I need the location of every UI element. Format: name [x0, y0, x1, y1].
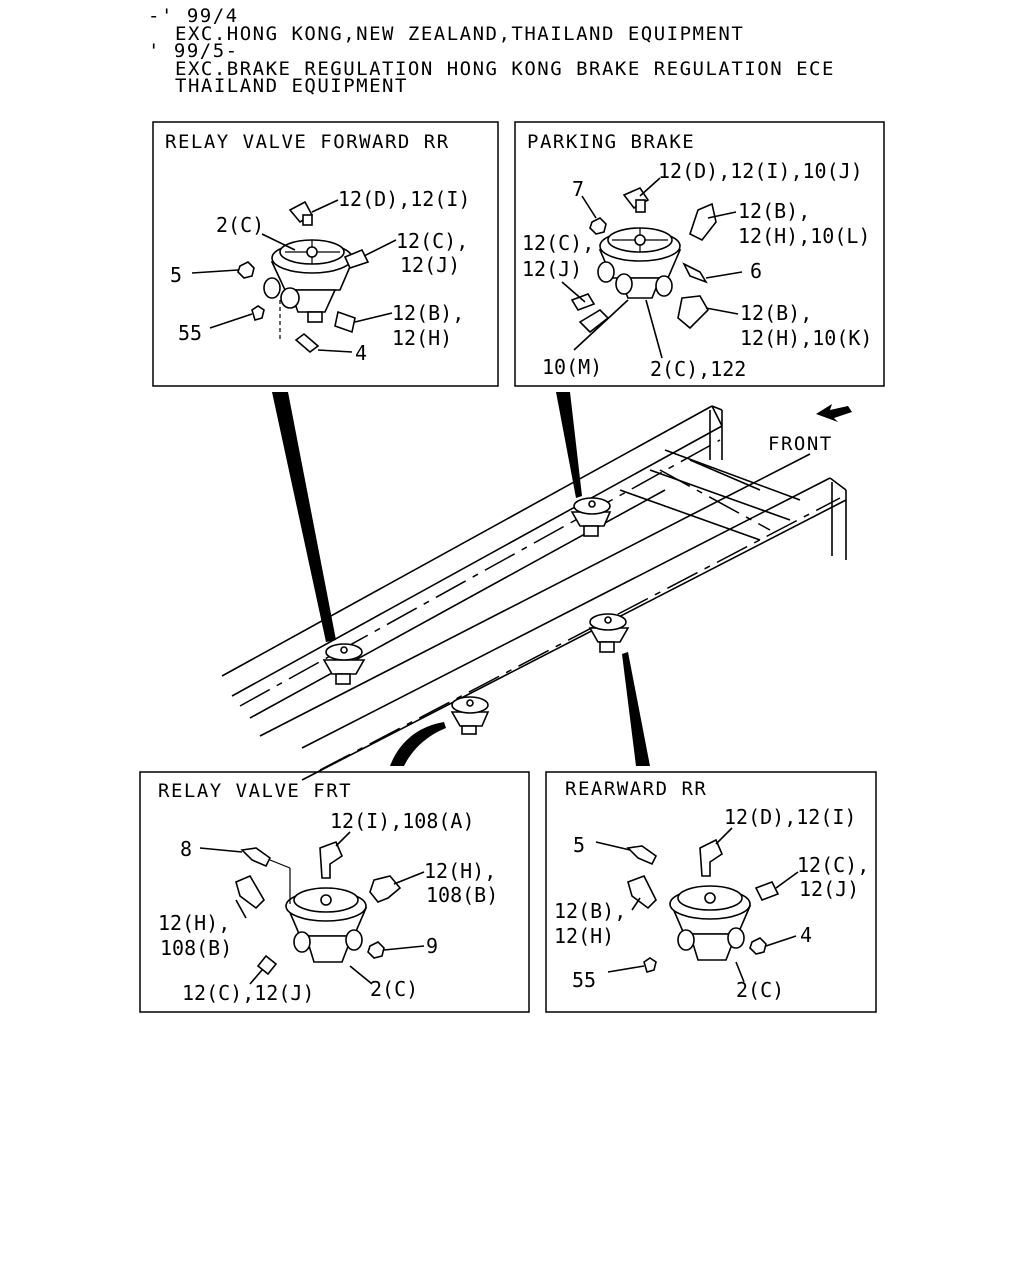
- header-line-3: ' 99/5-: [148, 40, 239, 62]
- panel-relay-valve-frt: RELAY VALVE FRT: [139, 771, 530, 1013]
- label-12h-10k: 12(H),10(K): [740, 326, 872, 350]
- label-55: 55: [178, 321, 202, 345]
- label-9: 9: [426, 934, 438, 958]
- panel-frame: [545, 771, 877, 1013]
- label-12c: 12(C),: [797, 853, 869, 877]
- label-8: 8: [180, 837, 192, 861]
- panel-parking-brake: PARKING BRAKE: [514, 121, 885, 387]
- header-line-2: EXC.HONG KONG,NEW ZEALAND,THAILAND EQUIP…: [175, 23, 744, 45]
- header-line-5: THAILAND EQUIPMENT: [175, 75, 408, 97]
- callout-wedge-parking: [556, 392, 582, 498]
- header-line-1: -' 99/4: [148, 5, 239, 27]
- label-12h: 12(H): [392, 326, 452, 350]
- label-12d-12i: 12(D),12(I): [724, 805, 856, 829]
- label-4: 4: [355, 341, 367, 365]
- header-notes: -' 99/4 EXC.HONG KONG,NEW ZEALAND,THAILA…: [148, 5, 835, 97]
- front-label: FRONT: [768, 433, 833, 455]
- label-2c: 2(C): [370, 977, 418, 1001]
- label-12d-12i: 12(D),12(I): [338, 187, 470, 211]
- label-12c: 12(C),: [396, 229, 468, 253]
- parking-valve-illustration: [570, 186, 717, 334]
- panel-frame: [152, 121, 499, 387]
- relay-frt-illustration: [235, 840, 402, 976]
- label-12b: 12(B),: [554, 899, 626, 923]
- label-7: 7: [572, 177, 584, 201]
- chassis-frame-illustration: FRONT: [221, 392, 852, 781]
- label-12h-left: 12(H),: [158, 911, 230, 935]
- panel-title: RELAY VALVE FRT: [158, 780, 352, 802]
- relay-valve-illustration: [237, 200, 370, 354]
- mounted-valve-parking: [570, 497, 612, 537]
- label-12i-108a: 12(I),108(A): [330, 809, 475, 833]
- callout-wedge-rearward: [622, 652, 650, 766]
- label-12b: 12(B),: [738, 199, 810, 223]
- rearward-valve-illustration: [626, 838, 780, 973]
- panel-relay-valve-forward-rr: RELAY VALVE FORWARD RR: [152, 121, 499, 387]
- label-12j: 12(J): [400, 253, 460, 277]
- label-108b-right: 108(B): [426, 883, 498, 907]
- label-10m: 10(M): [542, 355, 602, 379]
- label-12j: 12(J): [522, 257, 582, 281]
- label-12h: 12(H): [554, 924, 614, 948]
- label-55: 55: [572, 968, 596, 992]
- label-12j: 12(J): [799, 877, 859, 901]
- front-arrow-icon: [816, 404, 852, 422]
- panel-rearward-rr: REARWARD RR 12(: [545, 771, 877, 1013]
- label-2c: 2(C): [736, 978, 784, 1002]
- callout-wedge-front: [390, 722, 446, 766]
- label-12h-10l: 12(H),10(L): [738, 224, 870, 248]
- label-5: 5: [170, 263, 182, 287]
- label-108b-left: 108(B): [160, 936, 232, 960]
- label-2c-122: 2(C),122: [650, 357, 746, 381]
- callout-wedge-forward: [272, 392, 336, 642]
- label-12c-12j: 12(C),12(J): [182, 981, 314, 1005]
- panel-frame: [514, 121, 885, 387]
- panel-title: PARKING BRAKE: [527, 131, 695, 153]
- label-12b: 12(B),: [392, 301, 464, 325]
- panel-title: REARWARD RR: [565, 778, 707, 800]
- panel-title: RELAY VALVE FORWARD RR: [165, 131, 450, 153]
- label-4: 4: [800, 923, 812, 947]
- label-12d-12i-10j: 12(D),12(I),10(J): [658, 159, 863, 183]
- mounted-valve-forward: [322, 643, 366, 685]
- label-12h-right: 12(H),: [424, 859, 496, 883]
- label-12b-lower: 12(B),: [740, 301, 812, 325]
- mounted-valve-rearward: [588, 613, 630, 653]
- label-6: 6: [750, 259, 762, 283]
- label-12c: 12(C),: [522, 231, 594, 255]
- header-line-4: EXC.BRAKE REGULATION HONG KONG BRAKE REG…: [175, 58, 835, 80]
- label-2c: 2(C): [216, 213, 264, 237]
- label-5: 5: [573, 833, 585, 857]
- panel-frame: [139, 771, 530, 1013]
- mounted-valve-front: [450, 696, 490, 735]
